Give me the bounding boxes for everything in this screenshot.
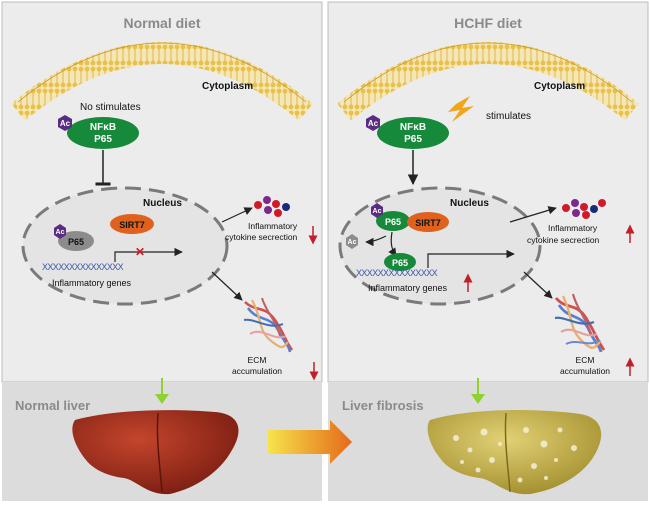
right-cell-membrane [337, 42, 639, 121]
left-acetyl-label: Ac [60, 119, 71, 128]
right-acetyl-label: Ac [368, 119, 379, 128]
right-panel [327, 1, 649, 383]
left-cytokine-arrow [221, 207, 253, 223]
right-nfkb-label: NFκB [400, 122, 426, 133]
right-liver-label: Liver fibrosis [342, 398, 424, 413]
left-sirt7 [110, 214, 154, 234]
right-cytoplasm-label: Cytoplasm [534, 81, 585, 92]
right-p65-free-label: P65 [392, 258, 408, 268]
left-dna-strand: XXXXXXXXXXXXXXX [42, 262, 124, 272]
fibrotic-liver-lobe-line [504, 412, 511, 493]
right-free-acetyl-label: Ac [348, 239, 357, 246]
left-acetyl-tag [58, 115, 72, 131]
left-transcription-arrow [114, 247, 183, 262]
right-stimulus-label: stimulates [486, 111, 531, 122]
left-p65-acetyl-tag [54, 224, 66, 239]
right-transcription-arrow [427, 249, 515, 268]
right-ecm-arrow [523, 271, 553, 299]
left-nfkb-complex [67, 117, 139, 149]
right-sirt7-label: SIRT7 [415, 218, 441, 228]
left-cytokine-label-1: Inflammatory [248, 221, 298, 231]
right-genes-label: Inflammatory genes [368, 283, 448, 293]
right-membrane-outer-edge [343, 42, 633, 103]
right-nfkb-p65-label: P65 [404, 134, 422, 145]
right-nfkb-complex [377, 117, 449, 149]
left-stimulus-label: No stimulates [80, 102, 141, 113]
fibrotic-liver-nodules [453, 427, 577, 483]
right-p65-free [384, 253, 416, 271]
left-sirt7-label: SIRT7 [119, 220, 145, 230]
right-p65-bound-label: P65 [385, 217, 401, 227]
left-cell-membrane [11, 42, 313, 121]
left-p65-label: P65 [68, 237, 84, 247]
left-p65-acetyl-label: Ac [56, 229, 65, 236]
left-liver-label: Normal liver [15, 398, 90, 413]
right-green-arrow-head [471, 394, 485, 404]
left-nucleus [21, 186, 229, 306]
right-p65-bound [376, 211, 410, 231]
right-acetyl-tag [366, 115, 380, 131]
lightning-bolt-icon [448, 96, 474, 122]
left-nfkb-p65-label: P65 [94, 134, 112, 145]
right-sirt7 [407, 212, 449, 232]
left-p65 [58, 231, 94, 251]
right-cytokine-arrow [509, 206, 557, 223]
left-cytokine-label-2: cytokine secrection [225, 232, 298, 242]
right-ecm-fibers-icon [554, 293, 606, 353]
left-blocked-cross: ✕ [135, 245, 145, 259]
left-green-arrow-head [155, 394, 169, 404]
left-ecm-label-2: accumulation [232, 366, 282, 376]
right-ecm-label-2: accumulation [560, 366, 610, 376]
left-membrane-outer-edge [17, 42, 307, 103]
normal-liver-image [72, 410, 239, 495]
left-cytokine-dots [254, 196, 290, 217]
right-cytokine-label-1: Inflammatory [548, 223, 598, 233]
left-genes-label: Inflammatory genes [52, 278, 132, 288]
normal-liver-lobe-line [156, 412, 163, 493]
right-p65-acetyl-tag [371, 203, 383, 218]
right-ac-release-arrow [365, 235, 387, 247]
right-title: HCHF diet [454, 15, 522, 31]
left-ecm-label-1: ECM [248, 355, 267, 365]
right-cytokine-dots [562, 199, 606, 219]
left-nfkb-label: NFκB [90, 122, 116, 133]
right-nucleus-label: Nucleus [450, 198, 489, 209]
left-ecm-arrow [211, 271, 243, 301]
right-ecm-label-1: ECM [576, 355, 595, 365]
right-dna-strand: XXXXXXXXXXXXXXX [356, 268, 438, 278]
right-p65-acetyl-label: Ac [373, 208, 382, 215]
left-ecm-fibers-icon [243, 297, 294, 353]
left-cytoplasm-label: Cytoplasm [202, 81, 253, 92]
left-nucleus-label: Nucleus [143, 198, 182, 209]
right-cytokine-label-2: cytokine secrection [527, 235, 600, 245]
progression-arrow [268, 420, 352, 464]
left-title: Normal diet [123, 15, 200, 31]
right-free-acetyl-tag [346, 234, 358, 249]
